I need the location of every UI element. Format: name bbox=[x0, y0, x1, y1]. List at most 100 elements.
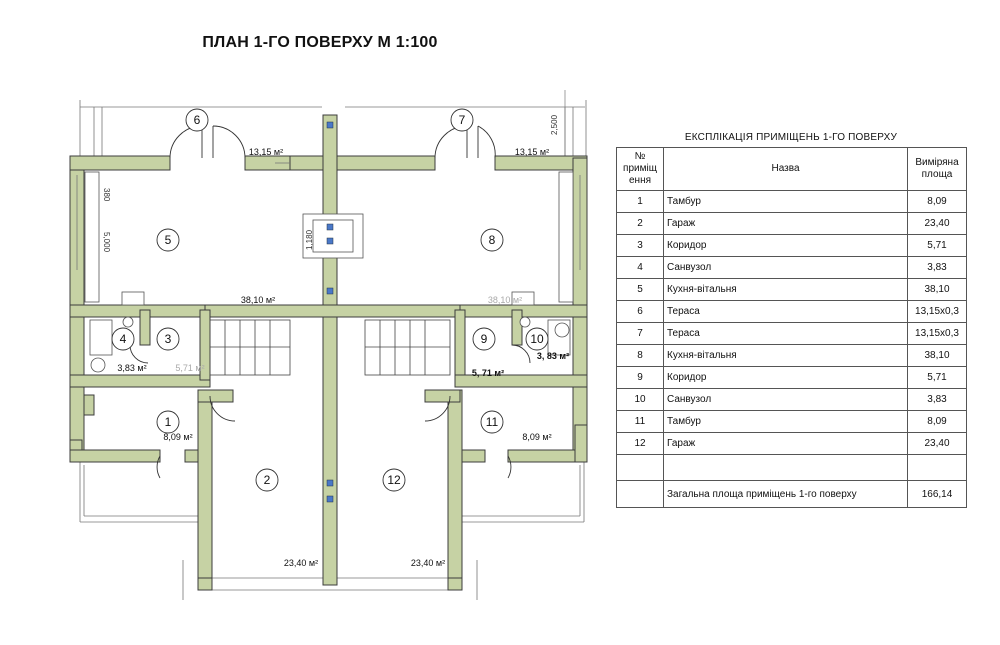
terrace-doors bbox=[129, 125, 531, 479]
dim-1180: 1,180 bbox=[305, 229, 314, 250]
area-terrace-right: 13,15 м² bbox=[515, 147, 549, 157]
cell-number: 4 bbox=[616, 256, 664, 279]
table-row-total: Загальна площа приміщень 1-го поверху 16… bbox=[616, 480, 967, 508]
cell-area: 23,40 bbox=[907, 432, 967, 455]
room-marker-6 bbox=[185, 108, 209, 132]
cell-name: Коридор bbox=[663, 366, 908, 389]
total-label: Загальна площа приміщень 1-го поверху bbox=[663, 480, 908, 508]
cell-number: 3 bbox=[616, 234, 664, 257]
area-bath-left: 3,83 м² bbox=[117, 363, 146, 373]
room-number-6: 6 bbox=[194, 113, 201, 127]
area-corridor-left: 5,71 м² bbox=[175, 363, 204, 373]
area-labels: 13,15 м² 13,15 м² 38,10 м² 38,10 м² 3,83… bbox=[117, 147, 569, 568]
cell-number: 7 bbox=[616, 322, 664, 345]
cell-name: Тамбур bbox=[663, 190, 908, 213]
table-header-row: № приміщ ення Назва Виміряна площа bbox=[616, 147, 967, 191]
cell-name: Кухня-вітальня bbox=[663, 278, 908, 301]
area-kitchen-right: 38,10 м² bbox=[488, 295, 522, 305]
area-tambour-right: 8,09 м² bbox=[522, 432, 551, 442]
cell-number: 10 bbox=[616, 388, 664, 411]
cell-area: 23,40 bbox=[907, 212, 967, 235]
room-marker-1 bbox=[156, 410, 180, 434]
room-markers: 6 7 5 8 4 3 9 10 1 11 2 12 bbox=[111, 108, 549, 492]
header-number: № приміщ ення bbox=[616, 147, 664, 191]
room-number-10: 10 bbox=[530, 332, 544, 346]
cell-name: Санвузол bbox=[663, 388, 908, 411]
dim-380: 380 bbox=[102, 188, 111, 202]
table-row-blank bbox=[616, 454, 967, 481]
cell-area: 13,15х0,3 bbox=[907, 300, 967, 323]
room-marker-2 bbox=[255, 468, 279, 492]
walls bbox=[69, 114, 588, 591]
cell-area: 38,10 bbox=[907, 278, 967, 301]
cell-number: 8 bbox=[616, 344, 664, 367]
cell-area: 13,15х0,3 bbox=[907, 322, 967, 345]
cell-number: 11 bbox=[616, 410, 664, 433]
room-marker-5 bbox=[156, 228, 180, 252]
room-marker-7 bbox=[450, 108, 474, 132]
area-tambour-left: 8,09 м² bbox=[163, 432, 192, 442]
floor-plan: 380 5,000 1,180 2,500 6 7 5 8 4 3 9 10 1… bbox=[69, 90, 588, 600]
header-name: Назва bbox=[663, 147, 908, 191]
cell-number: 5 bbox=[616, 278, 664, 301]
area-corridor-right: 5, 71 м² bbox=[472, 368, 504, 378]
area-terrace-left: 13,15 м² bbox=[249, 147, 283, 157]
cell-area: 5,71 bbox=[907, 366, 967, 389]
header-area: Виміряна площа bbox=[907, 147, 967, 191]
area-garage-right: 23,40 м² bbox=[411, 558, 445, 568]
cell-name: Тамбур bbox=[663, 410, 908, 433]
cell-name: Гараж bbox=[663, 432, 908, 455]
cell-number: 6 bbox=[616, 300, 664, 323]
stairs bbox=[209, 319, 451, 376]
area-kitchen-left: 38,10 м² bbox=[241, 295, 275, 305]
room-number-3: 3 bbox=[165, 332, 172, 346]
cell-area: 5,71 bbox=[907, 234, 967, 257]
fireplace bbox=[302, 121, 364, 503]
room-number-12: 12 bbox=[387, 473, 401, 487]
room-number-9: 9 bbox=[481, 332, 488, 346]
cell-name: Тераса bbox=[663, 322, 908, 345]
room-marker-10 bbox=[525, 327, 549, 351]
cell-name: Кухня-вітальня bbox=[663, 344, 908, 367]
fixtures bbox=[84, 171, 574, 373]
area-bath-right: 3, 83 м² bbox=[537, 351, 569, 361]
room-marker-11 bbox=[480, 410, 504, 434]
room-number-5: 5 bbox=[165, 233, 172, 247]
cell-area: 3,83 bbox=[907, 388, 967, 411]
dimensions: 380 5,000 1,180 2,500 bbox=[102, 114, 559, 252]
room-marker-8 bbox=[480, 228, 504, 252]
windows bbox=[76, 162, 581, 270]
room-number-11: 11 bbox=[486, 415, 499, 429]
room-number-8: 8 bbox=[489, 233, 496, 247]
cell-number: 2 bbox=[616, 212, 664, 235]
cell-name: Гараж bbox=[663, 212, 908, 235]
cell-area: 8,09 bbox=[907, 410, 967, 433]
cell-area: 8,09 bbox=[907, 190, 967, 213]
room-marker-9 bbox=[472, 327, 496, 351]
dim-5000: 5,000 bbox=[102, 232, 111, 253]
cell-area: 3,83 bbox=[907, 256, 967, 279]
room-number-1: 1 bbox=[165, 415, 172, 429]
total-value: 166,14 bbox=[907, 480, 967, 508]
room-number-4: 4 bbox=[120, 332, 127, 346]
room-marker-4 bbox=[111, 327, 135, 351]
cell-name: Тераса bbox=[663, 300, 908, 323]
room-number-7: 7 bbox=[459, 113, 466, 127]
room-marker-3 bbox=[156, 327, 180, 351]
cell-number: 1 bbox=[616, 190, 664, 213]
cell-number: 12 bbox=[616, 432, 664, 455]
room-marker-12 bbox=[382, 468, 406, 492]
cell-number: 9 bbox=[616, 366, 664, 389]
